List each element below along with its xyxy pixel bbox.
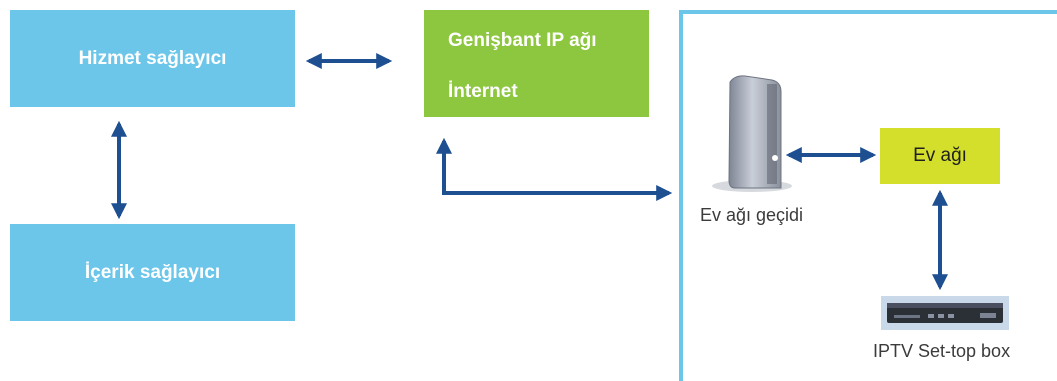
broadband-label: Genişbant IP ağı	[448, 30, 597, 51]
home-gateway-icon	[712, 75, 792, 192]
service-provider-box: Hizmet sağlayıcı	[10, 10, 295, 107]
broadband-network-box: Genişbant IP ağı İnternet	[424, 10, 649, 117]
settop-box-label: IPTV Set-top box	[873, 341, 1011, 361]
home-network-label: Ev ağı	[913, 145, 967, 166]
content-provider-label: İçerik sağlayıcı	[84, 261, 221, 283]
settop-box-icon	[881, 296, 1009, 330]
gateway-label: Ev ağı geçidi	[700, 205, 804, 225]
home-network-box: Ev ağı	[880, 128, 1000, 184]
content-provider-box: İçerik sağlayıcı	[10, 224, 295, 321]
arrow-broadband-home	[436, 137, 673, 201]
internet-label: İnternet	[448, 81, 518, 102]
service-provider-label: Hizmet sağlayıcı	[78, 47, 227, 69]
home-network-frame	[679, 10, 1057, 381]
